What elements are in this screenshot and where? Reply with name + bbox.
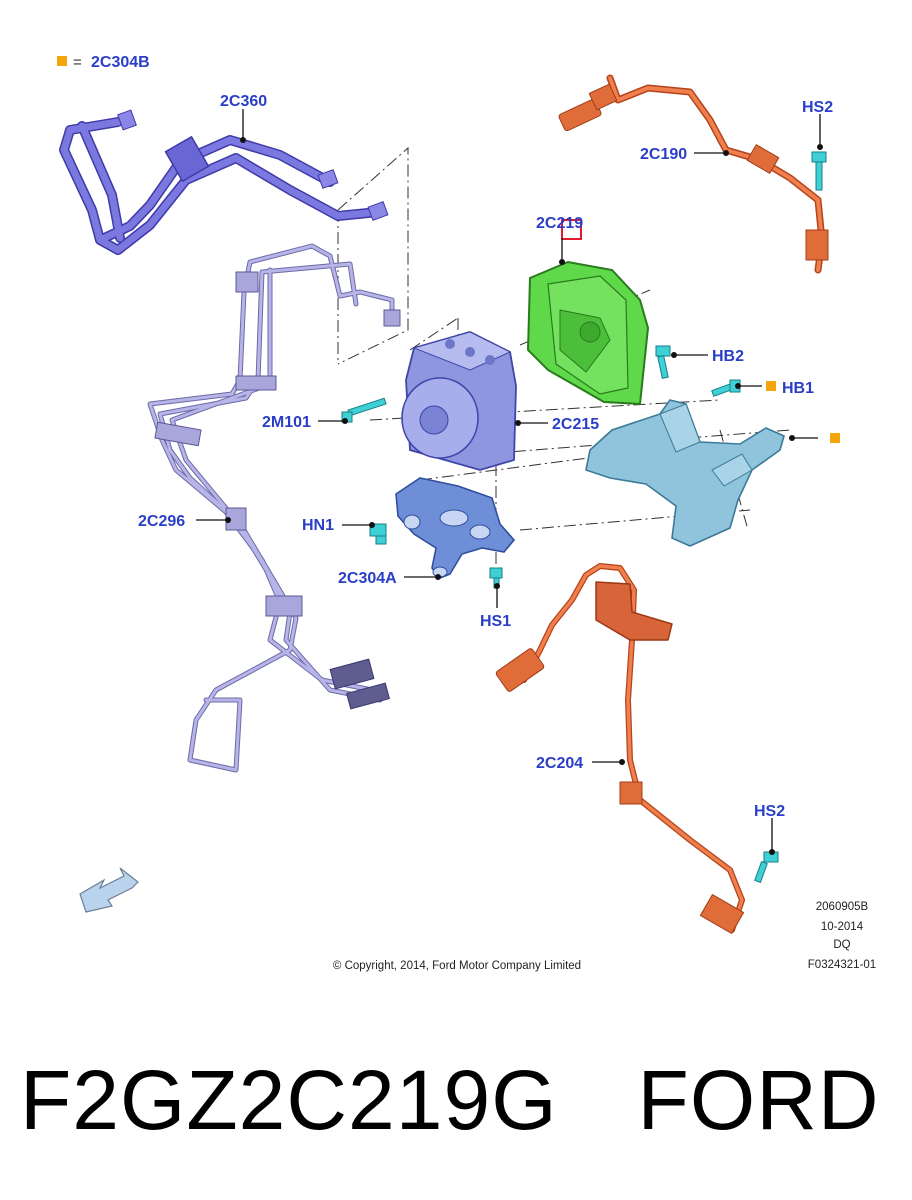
callout-2C360: 2C360	[220, 93, 267, 110]
callout-HB2: HB2	[712, 348, 744, 365]
exploded-parts-diagram: = 2C304B	[57, 54, 876, 972]
legend-square-icon	[57, 56, 67, 66]
info-line-4: F0324321-01	[808, 959, 876, 971]
callout-HS2-top: HS2	[802, 99, 833, 116]
bracket-2C304A	[395, 477, 516, 579]
marker-2C304B-hb1	[766, 381, 776, 391]
callout-HS2-bottom: HS2	[754, 803, 785, 820]
callout-2C296: 2C296	[138, 513, 185, 530]
callout-2C215: 2C215	[552, 416, 599, 433]
highlight-marker-2C219	[561, 219, 582, 240]
info-block: 2060905B 10-2014 DQ F0324321-01	[808, 901, 876, 971]
bolt-HB1	[711, 379, 741, 397]
callout-2C204: 2C204	[536, 755, 583, 772]
marker-2C304B-bracket	[830, 433, 840, 443]
bolt-HS2-top	[811, 151, 827, 191]
callout-2M101: 2M101	[262, 414, 311, 431]
callout-labels: 2C360 2C190 HS2 2C219 HB2 HB1 2M101 2C21…	[138, 93, 833, 820]
bracket-2C304B	[585, 399, 785, 547]
callout-2C190: 2C190	[640, 146, 687, 163]
callout-2C304A: 2C304A	[338, 570, 397, 587]
leader-lines	[196, 109, 823, 855]
brake-line-2C296	[147, 243, 401, 773]
bolt-2M101	[341, 397, 387, 423]
callout-HN1: HN1	[302, 517, 334, 534]
info-line-3: DQ	[833, 939, 850, 951]
callout-HS1: HS1	[480, 613, 511, 630]
legend-label: 2C304B	[91, 54, 150, 71]
sensor-2C190	[558, 74, 829, 274]
legend: = 2C304B	[57, 54, 150, 71]
bolt-HB2	[655, 345, 671, 379]
callout-2C219: 2C219	[536, 215, 583, 232]
sensor-2C204	[495, 563, 745, 934]
orientation-arrow-icon	[79, 867, 139, 913]
bolt-HS2-bottom	[754, 851, 779, 884]
brake-line-2C360	[59, 109, 389, 255]
hydraulic-unit-2C215	[401, 331, 517, 471]
brand-name: FORD	[637, 1053, 880, 1147]
copyright: © Copyright, 2014, Ford Motor Company Li…	[333, 960, 581, 972]
info-line-1: 2060905B	[816, 901, 869, 913]
part-number: F2GZ2C219G	[20, 1053, 558, 1147]
legend-equals: =	[73, 54, 82, 71]
info-line-2: 10-2014	[821, 921, 864, 933]
part-caption: F2GZ2C219G FORD	[20, 1045, 900, 1165]
module-2C219	[526, 219, 650, 406]
callout-HB1: HB1	[782, 380, 814, 397]
